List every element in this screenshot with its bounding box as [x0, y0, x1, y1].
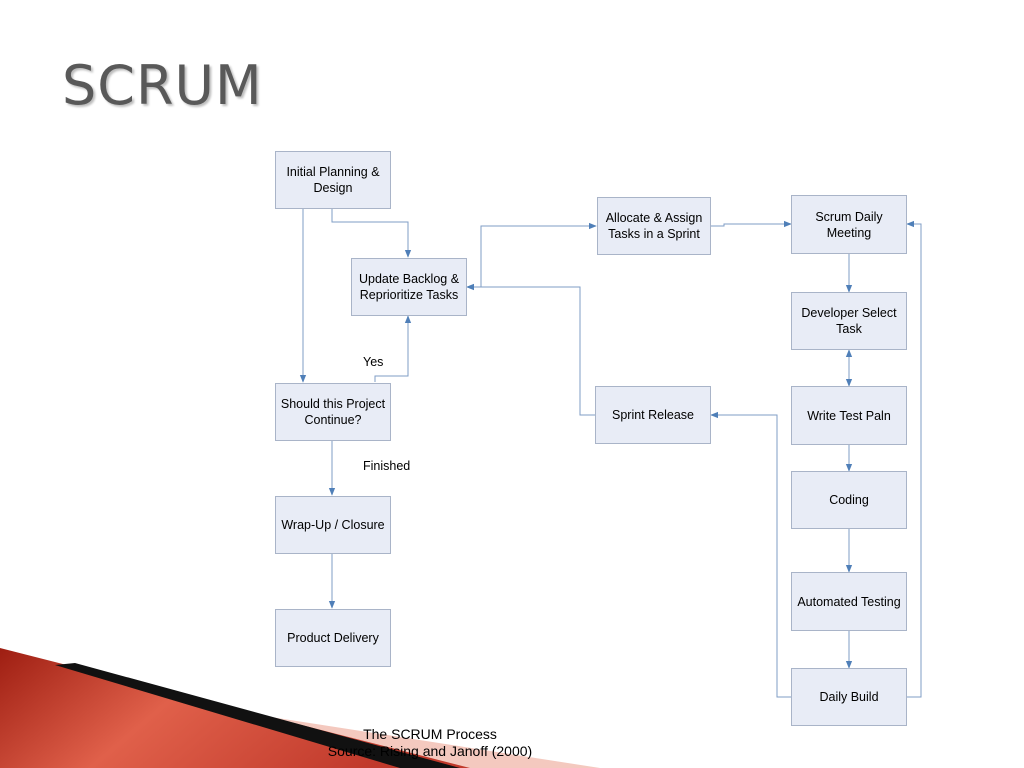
node-product-delivery: Product Delivery: [275, 609, 391, 667]
edge-release-to-backlog: [466, 283, 595, 416]
edge-build-to-release: [710, 411, 791, 698]
node-automated-testing: Automated Testing: [791, 572, 907, 631]
edge-allocate-to-scrum: [711, 220, 792, 228]
node-should-continue: Should this Project Continue?: [275, 383, 391, 441]
edge-planning-to-backlog: [331, 208, 412, 258]
edge-continue-yes-to-backlog: [374, 315, 412, 382]
edge-label-finished: Finished: [363, 459, 411, 473]
footer-caption: The SCRUM Process: [363, 726, 497, 742]
node-allocate-tasks: Allocate & Assign Tasks in a Sprint: [597, 197, 711, 255]
node-scrum-daily: Scrum Daily Meeting: [791, 195, 907, 254]
node-update-backlog: Update Backlog & Reprioritize Tasks: [351, 258, 467, 316]
slide-footer: The SCRUM Process Source: Rising and Jan…: [270, 726, 590, 760]
edge-build-to-scrum: [906, 220, 922, 698]
node-coding: Coding: [791, 471, 907, 529]
edge-label-yes: Yes: [363, 355, 384, 369]
node-daily-build: Daily Build: [791, 668, 907, 726]
node-write-test: Write Test Paln: [791, 386, 907, 445]
footer-source: Source: Rising and Janoff (2000): [327, 743, 533, 759]
node-initial-planning: Initial Planning & Design: [275, 151, 391, 209]
node-developer-select: Developer Select Task: [791, 292, 907, 350]
node-wrap-up: Wrap-Up / Closure: [275, 496, 391, 554]
slide-title: SCRUM: [62, 54, 263, 117]
node-sprint-release: Sprint Release: [595, 386, 711, 444]
